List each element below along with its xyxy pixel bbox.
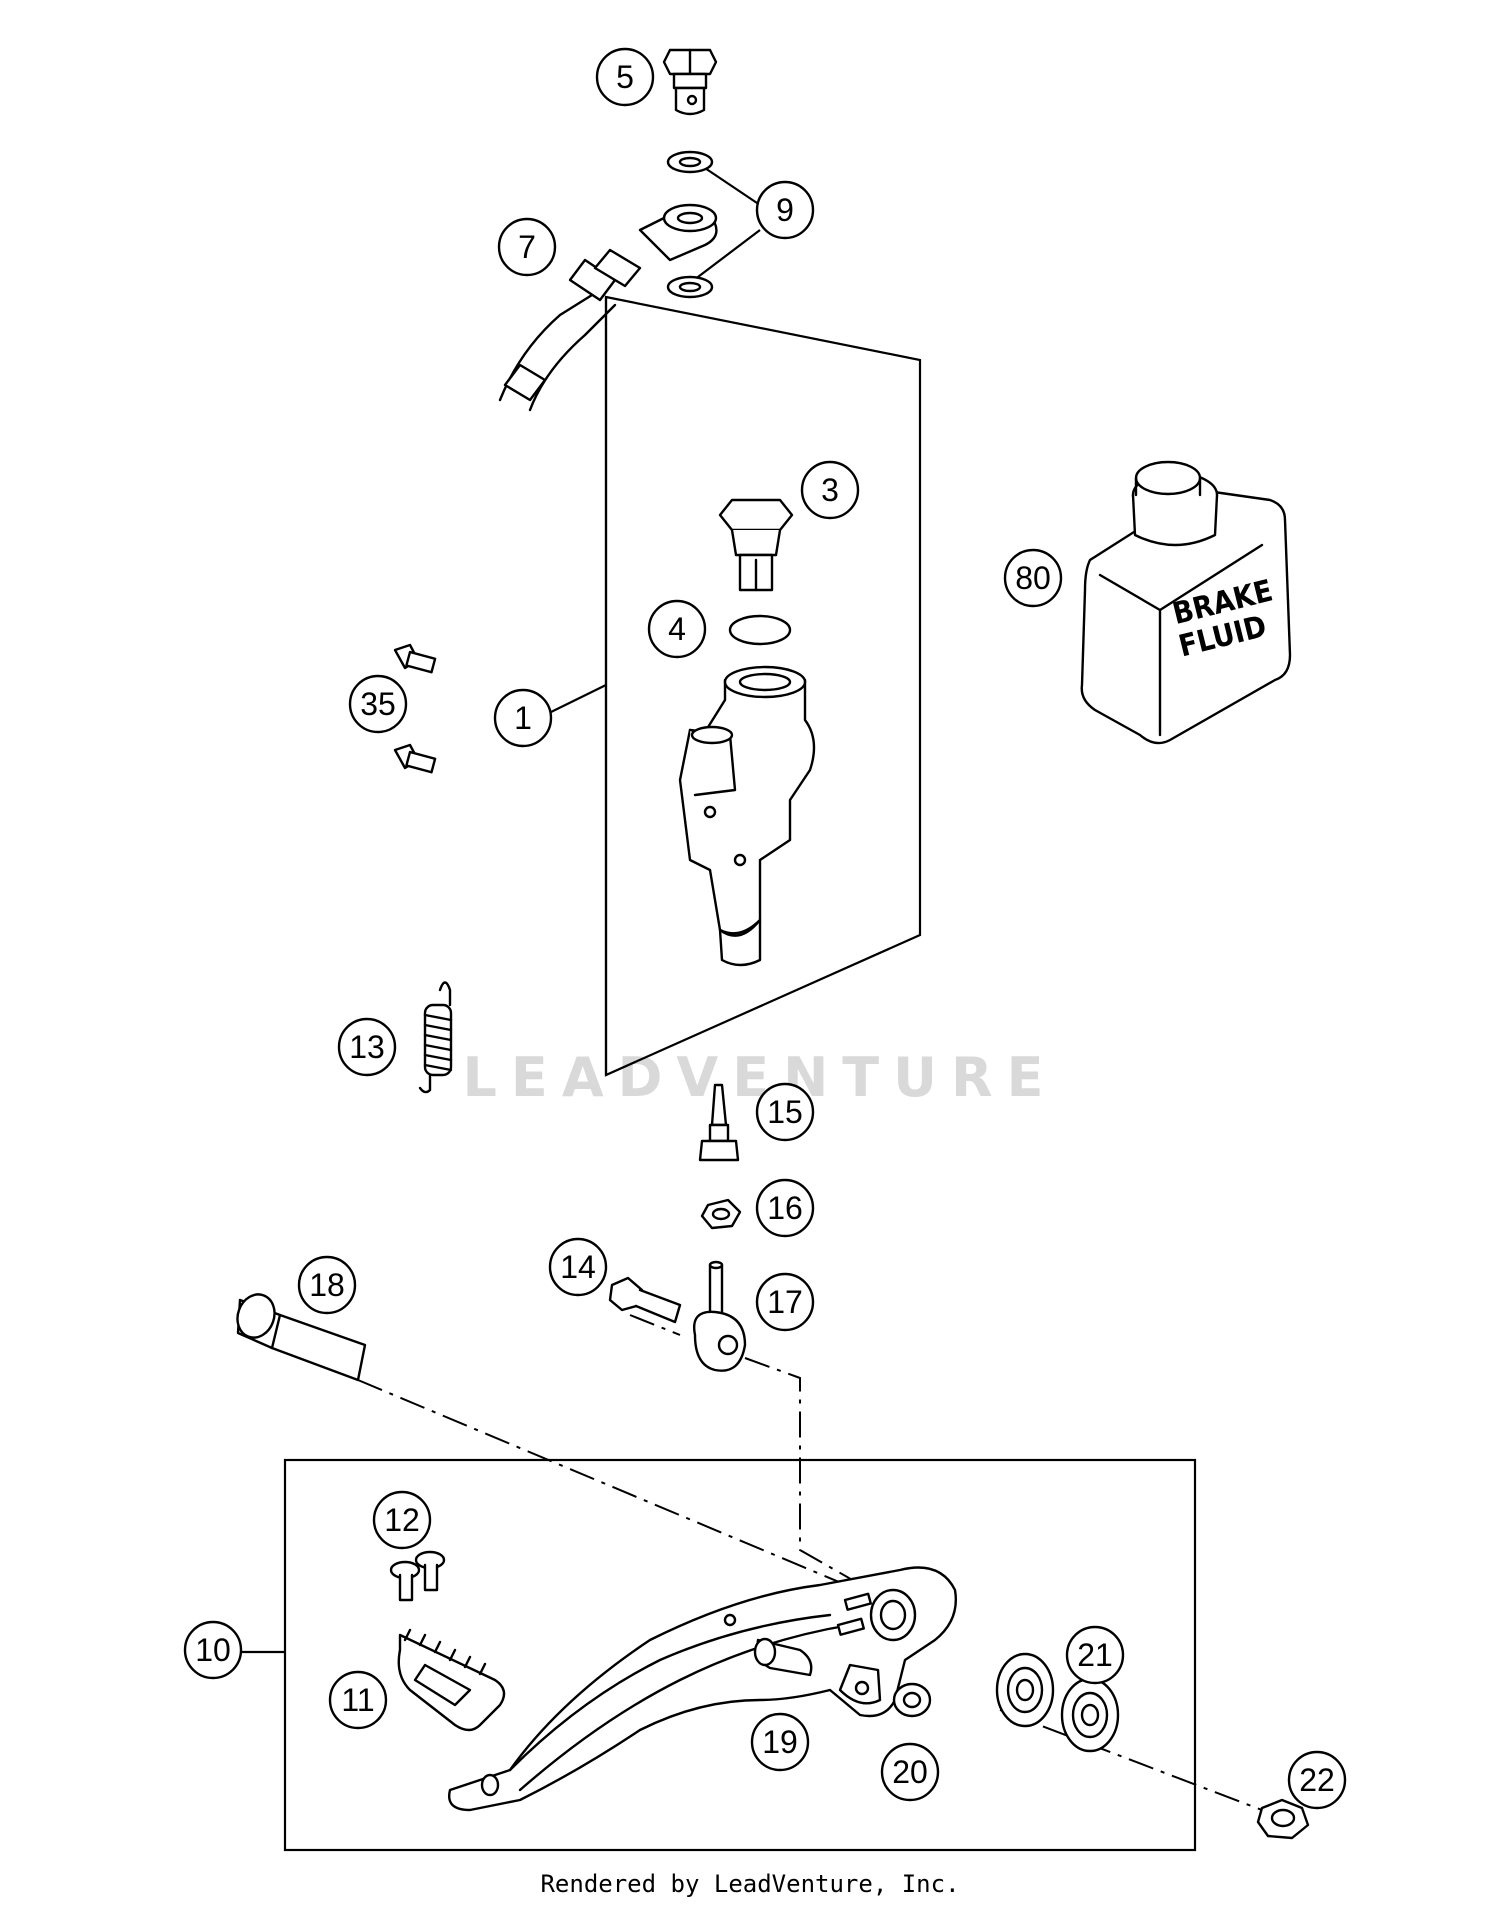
- bearing-1: [995, 1652, 1055, 1728]
- callout-5-label: 5: [616, 59, 634, 95]
- sealing-washer-bottom: [666, 275, 714, 299]
- reservoir-cap: [718, 498, 794, 592]
- brake-fluid-bottle: [1080, 460, 1292, 745]
- lock-nut: [700, 1198, 742, 1230]
- callout-11-label: 11: [341, 1682, 374, 1718]
- brake-pedal-kit-frame: [283, 1458, 1197, 1852]
- clevis: [693, 1260, 747, 1372]
- return-spring: [418, 981, 453, 1094]
- callout-4-label: 4: [668, 611, 686, 647]
- callout-17-label: 17: [767, 1284, 803, 1320]
- callout-9-label: 9: [776, 192, 794, 228]
- mounting-screw-top: [393, 643, 437, 674]
- pedal-pivot-pin: [236, 1293, 367, 1382]
- callout-20-label: 20: [892, 1754, 928, 1790]
- leader-lines: [241, 157, 761, 1654]
- pedal-stop: [753, 1637, 813, 1677]
- callout-22-label: 22: [1299, 1762, 1335, 1798]
- callout-1[interactable]: 1: [493, 688, 553, 748]
- watermark-text: LEADVENTURE: [463, 1046, 1058, 1109]
- callout-18-label: 18: [309, 1267, 345, 1303]
- footrest-screws: [389, 1550, 446, 1602]
- callout-21-label: 21: [1077, 1637, 1113, 1673]
- callout-16[interactable]: 16: [755, 1178, 815, 1238]
- callout-21[interactable]: 21: [1065, 1625, 1125, 1685]
- callout-7-label: 7: [518, 229, 536, 265]
- callout-18[interactable]: 18: [297, 1255, 357, 1315]
- callout-12[interactable]: 12: [372, 1490, 432, 1550]
- callout-4[interactable]: 4: [647, 599, 707, 659]
- callout-35-label: 35: [360, 686, 396, 722]
- callout-80-label: 80: [1015, 560, 1051, 596]
- sealing-washer-top: [666, 150, 714, 174]
- callout-16-label: 16: [767, 1190, 803, 1226]
- bearing-2: [1060, 1677, 1120, 1753]
- callout-13-label: 13: [349, 1029, 385, 1065]
- callout-15[interactable]: 15: [755, 1082, 815, 1142]
- callout-20[interactable]: 20: [880, 1742, 940, 1802]
- mounting-screw-bottom: [393, 743, 437, 774]
- callout-3[interactable]: 3: [800, 460, 860, 520]
- callout-13[interactable]: 13: [337, 1017, 397, 1077]
- callout-12-label: 12: [384, 1502, 420, 1538]
- assembly-lines: [357, 1314, 1276, 1816]
- callout-14-label: 14: [560, 1249, 596, 1285]
- callout-35[interactable]: 35: [348, 674, 408, 734]
- o-ring: [728, 614, 792, 646]
- callout-3-label: 3: [821, 472, 839, 508]
- brake-pedal: [448, 1566, 957, 1812]
- bushing: [892, 1682, 932, 1718]
- callout-7[interactable]: 7: [497, 217, 557, 277]
- brake-line: [498, 203, 718, 412]
- callout-22[interactable]: 22: [1287, 1750, 1347, 1810]
- callout-14[interactable]: 14: [548, 1237, 608, 1297]
- callout-10[interactable]: 10: [183, 1620, 243, 1680]
- callout-5[interactable]: 5: [595, 47, 655, 107]
- axle-nut: [1256, 1798, 1310, 1840]
- footer-credit: Rendered by LeadVenture, Inc.: [540, 1870, 960, 1898]
- pedal-step-plate: [397, 1628, 506, 1732]
- callout-1-label: 1: [514, 700, 532, 736]
- pivot-bolt: [608, 1276, 682, 1324]
- callout-80[interactable]: 80: [1003, 548, 1063, 608]
- callout-10-label: 10: [195, 1632, 231, 1668]
- callout-11[interactable]: 11: [328, 1670, 388, 1730]
- master-cylinder: [678, 665, 816, 967]
- push-rod: [698, 1083, 740, 1162]
- callout-15-label: 15: [767, 1094, 803, 1130]
- banjo-bolt: [662, 48, 718, 116]
- callout-19-label: 19: [762, 1724, 798, 1760]
- callout-9[interactable]: 9: [755, 180, 815, 240]
- callout-17[interactable]: 17: [755, 1272, 815, 1332]
- callout-19[interactable]: 19: [750, 1712, 810, 1772]
